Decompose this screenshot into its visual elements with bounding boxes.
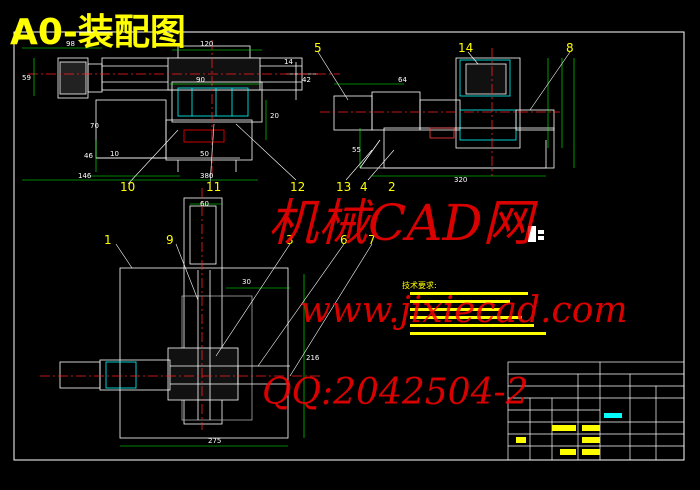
title-block	[507, 361, 685, 461]
leader-lines	[115, 51, 571, 377]
technical-notes: 技术要求:	[402, 280, 546, 335]
dimension-lines	[334, 58, 575, 177]
front-view	[57, 45, 318, 172]
drawing-title: A0-装配图	[10, 12, 186, 53]
dim-50: 50	[200, 150, 209, 158]
callout-2: 2	[388, 180, 396, 194]
dim-275: 275	[208, 437, 221, 445]
watermark-qq: QQ:2042504-2	[262, 372, 529, 413]
dim-216: 216	[306, 354, 320, 362]
dim-380: 380	[200, 172, 213, 180]
callout-12: 12	[290, 180, 305, 194]
dim-42: 42	[302, 76, 311, 84]
callout-6: 6	[340, 233, 348, 247]
dim-146: 146	[78, 172, 92, 180]
callout-9: 9	[166, 233, 174, 247]
callout-7: 7	[368, 233, 376, 247]
dim-20: 20	[270, 112, 279, 120]
dim-30: 30	[242, 278, 251, 286]
side-view	[333, 57, 555, 169]
callout-14: 14	[458, 41, 473, 55]
surface-symbol	[528, 226, 544, 242]
callout-10: 10	[120, 180, 135, 194]
callout-labels: 1 2 3 4 5 6 7 8 9 10 11 12 13 14	[104, 41, 574, 247]
dim-320: 320	[454, 176, 467, 184]
callout-8: 8	[566, 41, 574, 55]
dim-14: 14	[284, 58, 293, 66]
notes-heading: 技术要求:	[402, 280, 437, 290]
dimension-lines	[120, 203, 305, 447]
dim-46: 46	[84, 152, 93, 160]
dim-98: 98	[66, 40, 75, 48]
notes-lines	[410, 292, 546, 335]
watermark-url: www.jixiecad.com	[300, 290, 628, 331]
dim-64: 64	[398, 76, 407, 84]
dim-120: 120	[200, 40, 213, 48]
dim-70: 70	[90, 122, 99, 130]
dim-60: 60	[200, 200, 209, 208]
callout-5: 5	[314, 41, 322, 55]
dim-90: 90	[196, 76, 205, 84]
dim-55: 55	[352, 146, 361, 154]
callout-13: 13	[336, 180, 351, 194]
dim-10: 10	[110, 150, 119, 158]
dim-59: 59	[22, 74, 31, 82]
plan-view	[59, 197, 290, 439]
callout-11: 11	[206, 180, 221, 194]
callout-4: 4	[360, 180, 368, 194]
callout-3: 3	[286, 233, 294, 247]
watermark-cn: 机械CAD网	[268, 194, 538, 252]
dimension-values: 98 120 90 59 14 42 70 20 46 10 50 146 38…	[22, 40, 467, 445]
callout-1: 1	[104, 233, 112, 247]
